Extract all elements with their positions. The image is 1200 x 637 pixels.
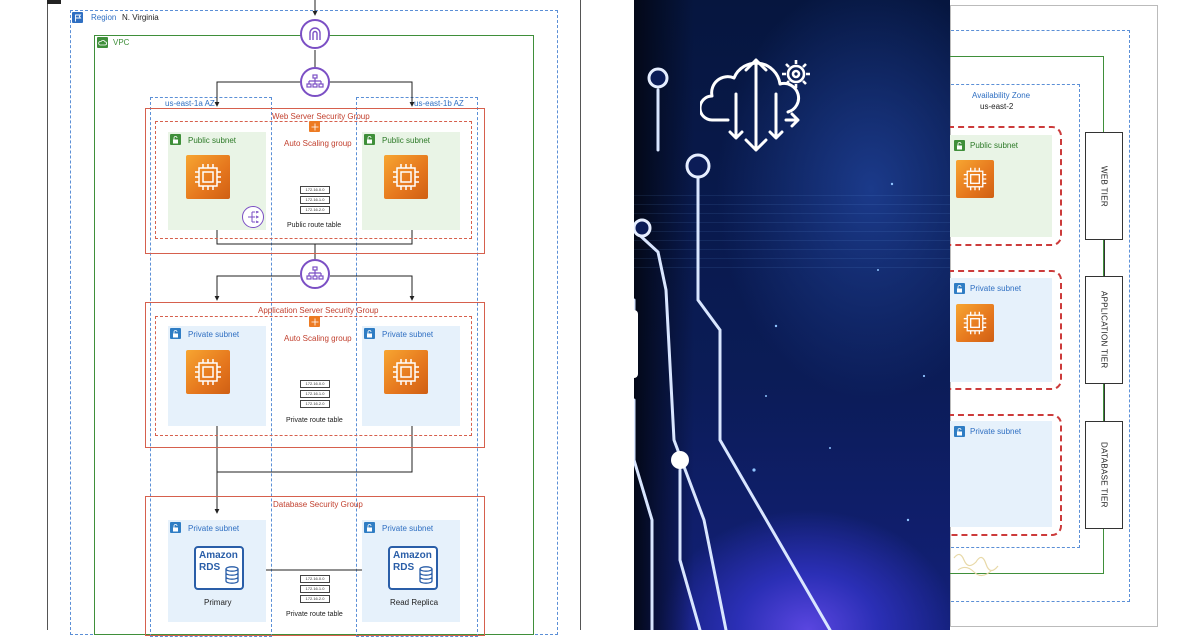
- internal-load-balancer-icon: [300, 259, 330, 289]
- public-subnet-a-label: Public subnet: [188, 136, 237, 145]
- vpc-cloud-icon: [97, 37, 108, 48]
- database-tier-label: DATABASE TIER: [1099, 442, 1109, 508]
- private-subnet-app-b-label: Private subnet: [382, 330, 434, 339]
- public-subnet-b-label: Public subnet: [382, 136, 431, 145]
- region-name: N. Virginia: [122, 13, 159, 22]
- ec2-instance-icon: [956, 304, 994, 342]
- app-private-route-table-label: Private route table: [286, 417, 343, 424]
- public-route-table-label: Public route table: [287, 222, 342, 229]
- az-a-label: us-east-1a AZ: [165, 99, 215, 108]
- circuit-traces: [634, 67, 926, 630]
- private-subnet-db-b-lock-icon: [364, 522, 375, 533]
- tier-connector-line-2: [1104, 385, 1105, 421]
- route-entry: 172.16.2.0: [300, 400, 330, 408]
- cloud-gear-arrows-icon: [700, 58, 810, 152]
- db-security-group-label: Database Security Group: [273, 500, 363, 509]
- route-entry: 172.16.1.0: [300, 585, 330, 593]
- right-private-subnet-app-label: Private subnet: [970, 284, 1022, 293]
- route-entry: 172.16.1.0: [300, 390, 330, 398]
- route-entry: 172.16.0.0: [300, 186, 330, 194]
- database-tier-label-box: DATABASE TIER: [1085, 421, 1123, 529]
- app-asg-icon: [309, 316, 320, 327]
- right-az-name: us-east-2: [980, 102, 1014, 111]
- nat-gateway-icon: [242, 206, 264, 228]
- internet-gateway-icon: [300, 19, 330, 49]
- ec2-instance-icon: [186, 350, 230, 394]
- ec2-instance-icon: [384, 155, 428, 199]
- database-icon: [225, 566, 239, 584]
- right-private-subnet-db-label: Private subnet: [970, 427, 1022, 436]
- private-subnet-app-a-lock-icon: [170, 328, 181, 339]
- rds-line2: RDS: [199, 562, 221, 573]
- right-region-boundary: [950, 30, 1130, 602]
- ec2-instance-icon: [384, 350, 428, 394]
- region-flag-icon: [72, 12, 83, 23]
- route-entry: 172.16.0.0: [300, 575, 330, 583]
- web-asg-icon: [309, 121, 320, 132]
- private-subnet-app-b-lock-icon: [364, 328, 375, 339]
- right-private-subnet-db-lock-icon: [954, 426, 965, 437]
- app-security-group-label: Application Server Security Group: [258, 306, 379, 315]
- panel-scanlines: [634, 195, 950, 275]
- rds-line2: RDS: [393, 562, 415, 573]
- app-security-group: [145, 302, 485, 448]
- tech-panel: [634, 0, 950, 630]
- public-route-table-icon: 172.16.0.0 172.16.1.0 172.16.2.0: [300, 186, 330, 216]
- rds-primary-icon: Amazon RDS: [194, 546, 244, 590]
- db-route-table-icon: 172.16.0.0 172.16.1.0 172.16.2.0: [300, 575, 330, 605]
- page-edge-right: [580, 0, 581, 630]
- web-tier-label: WEB TIER: [1099, 165, 1109, 207]
- db-tier-boundary: [950, 414, 1062, 536]
- app-tier-boundary: [950, 270, 1062, 390]
- private-subnet-db-b-label: Private subnet: [382, 524, 434, 533]
- private-subnet-app-a-label: Private subnet: [188, 330, 240, 339]
- right-az-label: Availability Zone: [972, 91, 1031, 100]
- rds-line1: Amazon: [393, 550, 432, 561]
- right-private-subnet-db: [950, 421, 1052, 527]
- ec2-instance-icon: [186, 155, 230, 199]
- az-b-label: us-east-1b AZ: [414, 99, 464, 108]
- ec2-instance-icon: [956, 160, 994, 198]
- web-asg-label: Auto Scaling group: [284, 139, 352, 148]
- application-tier-label: APPLICATION TIER: [1099, 291, 1109, 369]
- web-tier-boundary: [950, 126, 1062, 246]
- right-private-subnet-app-lock-icon: [954, 283, 965, 294]
- web-security-group: [145, 108, 485, 254]
- db-private-route-table-label: Private route table: [286, 611, 343, 618]
- database-icon: [419, 566, 433, 584]
- public-subnet-a-lock-icon: [170, 134, 181, 145]
- rds-replica-label: Read Replica: [390, 598, 439, 607]
- right-public-subnet-label: Public subnet: [970, 141, 1019, 150]
- vpc-label: VPC: [113, 38, 130, 47]
- private-subnet-db-a-label: Private subnet: [188, 524, 240, 533]
- rds-line1: Amazon: [199, 550, 238, 561]
- page-edge-left: [47, 0, 48, 630]
- rds-primary-label: Primary: [204, 598, 232, 607]
- route-entry: 172.16.2.0: [300, 206, 330, 214]
- route-entry: 172.16.0.0: [300, 380, 330, 388]
- public-subnet-b-lock-icon: [364, 134, 375, 145]
- right-diagram: Availability Zone us-east-2 Public subne…: [950, 0, 1200, 630]
- app-asg-label: Auto Scaling group: [284, 334, 352, 343]
- watermark-scribble: [953, 553, 999, 576]
- region-label: Region: [91, 13, 117, 22]
- route-entry: 172.16.2.0: [300, 595, 330, 603]
- page-edge-left-tab: [47, 0, 61, 4]
- load-balancer-icon: [300, 67, 330, 97]
- panel-left-shade: [634, 0, 694, 630]
- private-route-table-icon: 172.16.0.0 172.16.1.0 172.16.2.0: [300, 380, 330, 410]
- route-entry: 172.16.1.0: [300, 196, 330, 204]
- right-public-subnet-lock-icon: [954, 140, 965, 151]
- left-diagram: Region N. Virginia VPC us-east-1a AZ us-…: [47, 0, 581, 637]
- application-tier-label-box: APPLICATION TIER: [1085, 276, 1123, 384]
- right-az-boundary: [950, 84, 1080, 548]
- web-security-group-label: Web Server Security Group: [272, 112, 370, 121]
- web-tier-label-box: WEB TIER: [1085, 132, 1123, 240]
- rds-replica-icon: Amazon RDS: [388, 546, 438, 590]
- private-subnet-db-a-lock-icon: [170, 522, 181, 533]
